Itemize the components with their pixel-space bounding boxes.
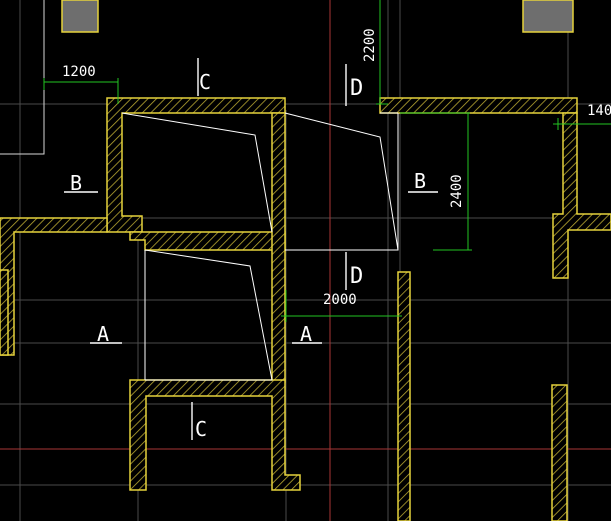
dim-2000: 2000 [323,292,357,308]
left-boundary-outline [0,0,45,155]
wall-center-vertical [271,112,286,383]
wall-upper-right [379,97,578,114]
wall-right-vertical [552,112,611,279]
section-label-d-top: D [350,76,363,101]
section-labels: C D B B D A A C [70,70,426,441]
section-label-a-left: A [97,322,109,346]
wall-left-stub [0,269,9,356]
stair-lower [144,249,273,381]
dimension-texts: 1200 2200 140 2400 2000 [62,28,611,308]
section-marks [64,58,438,440]
stair-flights [121,112,399,381]
stair-upper-left [121,112,273,233]
section-label-b-right: B [414,169,426,193]
walls [0,97,611,521]
dim-1200: 1200 [62,64,96,80]
section-label-d-bottom: D [350,264,363,289]
wall-far-right-strip [551,384,568,521]
column-left [61,0,99,33]
column-right [522,0,574,33]
wall-right-strip [397,271,411,521]
wall-left-corridor [0,217,108,356]
stair-upper-right [284,112,399,251]
wall-upper-left-block [106,97,286,233]
section-label-a-right: A [300,322,312,346]
section-label-c-top: C [199,70,211,94]
wall-lower-block [129,379,301,491]
dim-2400: 2400 [449,174,465,208]
section-label-c-bottom: C [195,417,207,441]
section-label-b-left: B [70,171,82,195]
dim-2200: 2200 [362,28,378,62]
dimension-lines [43,0,611,322]
wall-mid-landing [129,231,286,251]
top-columns [61,0,574,33]
dim-140: 140 [587,103,611,119]
